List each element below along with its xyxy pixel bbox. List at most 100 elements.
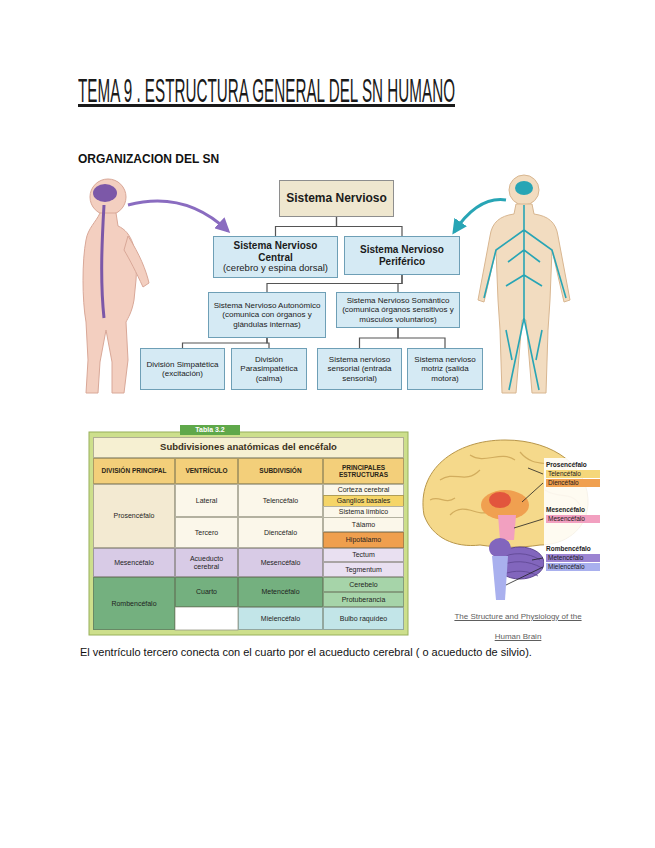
figure-caption: The Structure and Physiology of the Huma… bbox=[454, 612, 581, 641]
box-text: División Simpatética (excitación) bbox=[144, 360, 221, 378]
label-text: Corteza cerebral bbox=[338, 486, 390, 494]
table-cell: Acueducto cerebral bbox=[175, 548, 238, 577]
title-block: TEMA 9 . ESTRUCTURA GENERAL DEL SN HUMAN… bbox=[78, 72, 655, 110]
legend-heading: Mesencéfalo bbox=[546, 506, 602, 514]
connector bbox=[337, 217, 403, 236]
legend-swatch: Metencéfalo bbox=[546, 554, 600, 562]
page-title: TEMA 9 . ESTRUCTURA GENERAL DEL SN HUMAN… bbox=[78, 72, 455, 110]
label-text: Sistema límbico bbox=[339, 508, 388, 516]
caption-block: The Structure and Physiology of the Huma… bbox=[448, 604, 588, 644]
process-box: División Parasimpatética (calma) bbox=[231, 348, 307, 390]
label-text: SUBDIVISIÓN bbox=[259, 467, 301, 474]
table-cell: Metencéfalo bbox=[238, 577, 323, 607]
legend-text: Diencéfalo bbox=[548, 480, 579, 487]
label-text: PRINCIPALES ESTRUCTURAS bbox=[326, 464, 401, 478]
table-cell: Tegmentum bbox=[323, 562, 404, 577]
body-text: El ventrículo tercero conecta con el cua… bbox=[80, 644, 640, 660]
process-box: Sistema Nervioso Autonómico (comunica co… bbox=[208, 292, 326, 338]
label-text: Hipotálamo bbox=[346, 536, 381, 544]
box-text: (cerebro y espina dorsal) bbox=[223, 263, 328, 274]
table-cell: Mielencéfalo bbox=[238, 607, 323, 630]
pons bbox=[489, 538, 511, 558]
legend-text: Mielencéfalo bbox=[548, 564, 585, 571]
nerve-lines bbox=[484, 205, 566, 390]
medulla bbox=[492, 556, 508, 600]
table-cell: Telencéfalo bbox=[238, 484, 323, 517]
label-text: Tectum bbox=[352, 551, 375, 559]
label-text: Metencéfalo bbox=[261, 588, 299, 596]
spine-symbol bbox=[102, 205, 104, 318]
legend-heading: Rombencéfalo bbox=[546, 545, 602, 553]
table-cell: Tercero bbox=[175, 517, 238, 548]
box-text: Sistema Nervioso bbox=[286, 192, 387, 206]
label-text: El ventrículo tercero conecta con el cua… bbox=[80, 646, 532, 658]
process-box: División Simpatética (excitación) bbox=[140, 348, 225, 390]
table-header: DIVISIÓN PRINCIPAL bbox=[93, 458, 175, 484]
legend-text: Telencéfalo bbox=[548, 471, 581, 478]
box-text: División Parasimpatética (calma) bbox=[235, 355, 303, 383]
label-text: Rombencéfalo bbox=[111, 600, 156, 608]
label-text: ORGANIZACION DEL SN bbox=[78, 153, 219, 166]
process-box: Sistema nervioso sensorial (entrada sens… bbox=[317, 348, 402, 390]
label-text: Cuarto bbox=[196, 588, 217, 596]
label-text: Telencéfalo bbox=[263, 497, 298, 505]
process-box: Sistema Nervioso bbox=[279, 180, 394, 217]
box-text: Sistema nervioso motriz (salida motora) bbox=[411, 355, 479, 383]
label-text: Cerebelo bbox=[349, 581, 377, 589]
legend-ground bbox=[544, 458, 602, 574]
legend-swatch: Telencéfalo bbox=[546, 470, 600, 478]
table-cell: Protuberancia bbox=[323, 592, 404, 607]
pointer-arrow bbox=[128, 201, 228, 231]
process-box: Sistema nervioso motriz (salida motora) bbox=[407, 348, 483, 390]
process-box: Sistema Nervioso Periférico bbox=[344, 236, 460, 275]
connector bbox=[183, 338, 268, 348]
label-text: VENTRÍCULO bbox=[185, 467, 227, 474]
label-text: DIVISIÓN PRINCIPAL bbox=[102, 467, 167, 474]
connector bbox=[276, 217, 337, 236]
label-text: Tabla 3.2 bbox=[195, 426, 224, 434]
table-header: VENTRÍCULO bbox=[175, 458, 238, 484]
label-text: Bulbo raquídeo bbox=[340, 615, 387, 623]
table-cell: Ganglios basales bbox=[323, 495, 404, 507]
connector bbox=[398, 328, 445, 348]
table-header: PRINCIPALES ESTRUCTURAS bbox=[323, 458, 404, 484]
pointer-arrow bbox=[454, 200, 506, 232]
connector bbox=[267, 338, 269, 348]
midbrain bbox=[498, 515, 516, 540]
table-frame bbox=[89, 432, 408, 635]
table-cell: Bulbo raquídeo bbox=[323, 607, 404, 630]
figure-arm bbox=[124, 236, 149, 287]
label-text: Lateral bbox=[196, 497, 217, 505]
table-cell: Hipotálamo bbox=[323, 532, 404, 548]
leader-lines bbox=[506, 468, 543, 585]
legend-text: Mesencéfalo bbox=[548, 516, 585, 523]
connector bbox=[360, 328, 399, 348]
thalamus bbox=[489, 492, 511, 508]
table-cell: Tálamo bbox=[323, 517, 404, 532]
label-text: Mesencéfalo bbox=[114, 559, 154, 567]
label-text: Tercero bbox=[195, 529, 218, 537]
table-cell: Corteza cerebral bbox=[323, 484, 404, 496]
label-text: Tálamo bbox=[352, 521, 375, 529]
table-cell: Tectum bbox=[323, 548, 404, 562]
box-text: Sistema Nervioso Somántico (comunica órg… bbox=[340, 296, 456, 324]
box-text: Sistema Nervioso Central bbox=[217, 240, 334, 263]
legend-text: Metencéfalo bbox=[548, 555, 583, 562]
legend-swatch: Mesencéfalo bbox=[546, 515, 600, 523]
box-text: Sistema nervioso sensorial (entrada sens… bbox=[321, 355, 398, 383]
table-cell: Cuarto bbox=[175, 577, 238, 607]
figure-head bbox=[509, 175, 539, 205]
table-cell: Sistema límbico bbox=[323, 506, 404, 518]
table-title: Subdivisiones anatómicas del encéfalo bbox=[93, 437, 404, 458]
process-box: Sistema Nervioso Central(cerebro y espin… bbox=[213, 236, 338, 278]
table-header: SUBDIVISIÓN bbox=[238, 458, 323, 484]
table-tab: Tabla 3.2 bbox=[180, 425, 240, 435]
table-cell: Mesencéfalo bbox=[238, 548, 323, 577]
box-text: Sistema Nervioso Periférico bbox=[348, 244, 456, 267]
label-text: Subdivisiones anatómicas del encéfalo bbox=[160, 442, 337, 452]
brain-symbol bbox=[93, 184, 117, 202]
label-text: Rombencéfalo bbox=[546, 545, 591, 552]
label-text: Mesencéfalo bbox=[261, 559, 301, 567]
